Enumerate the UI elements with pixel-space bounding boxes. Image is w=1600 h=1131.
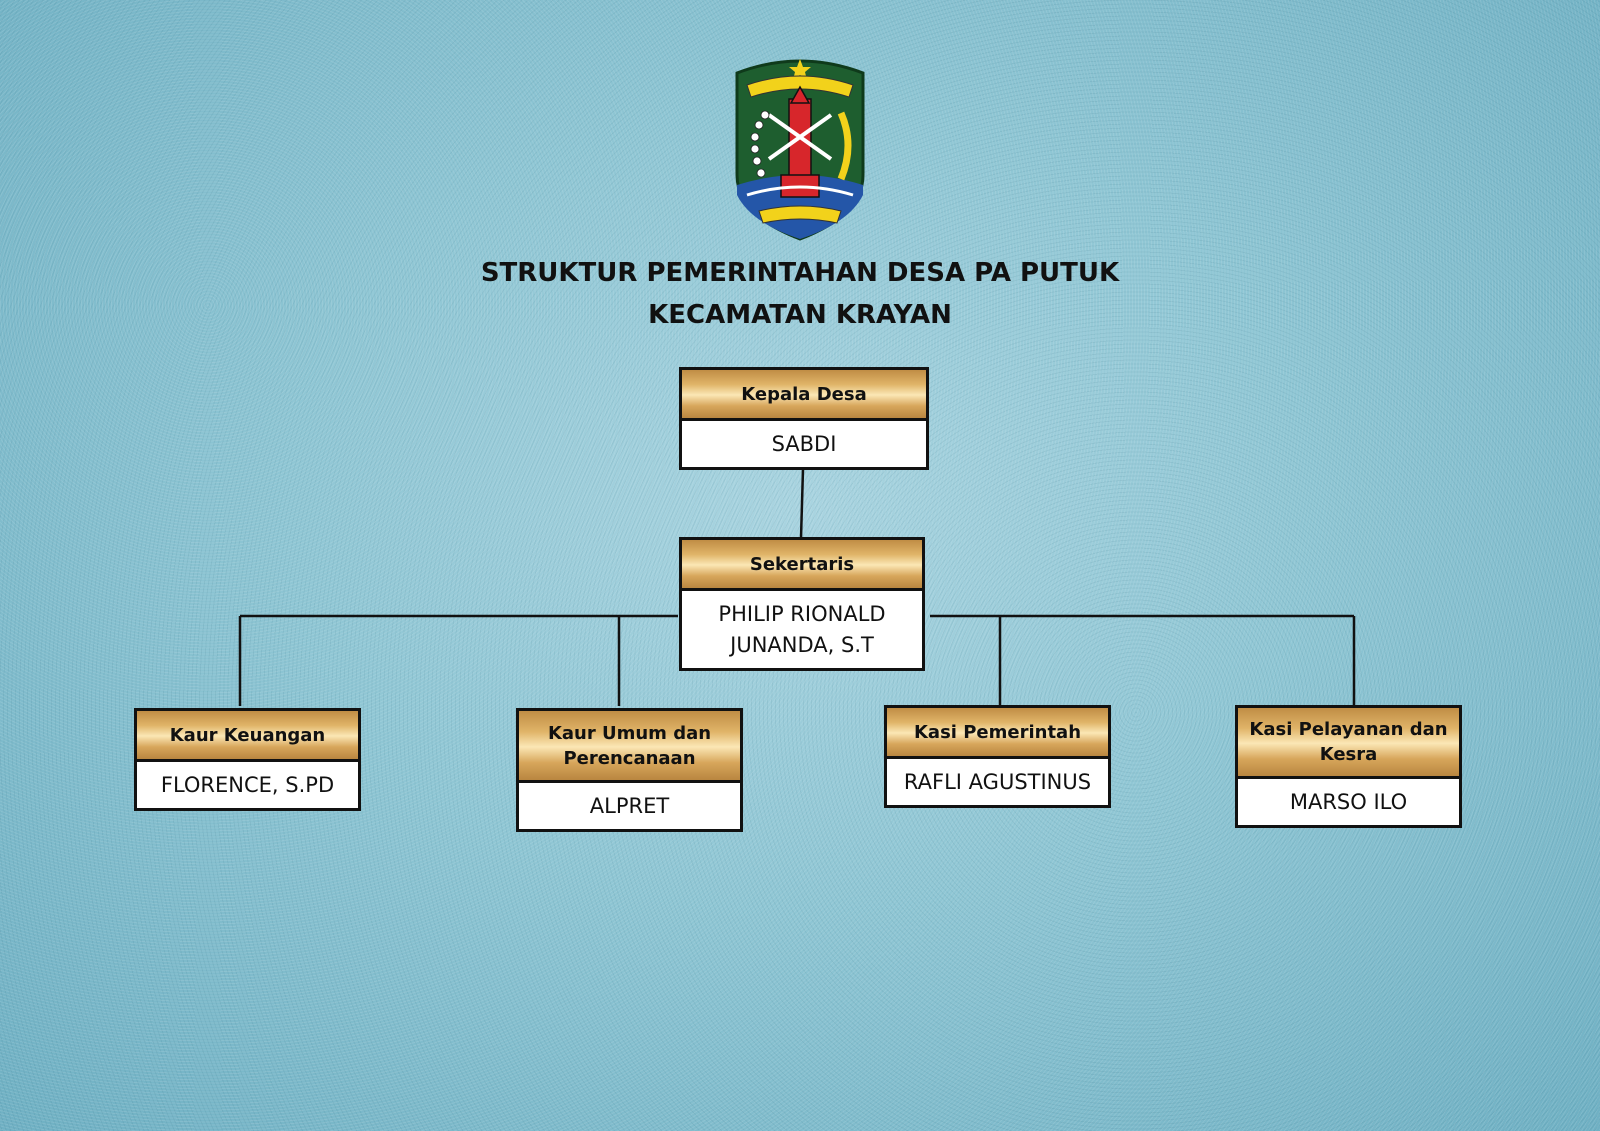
- node-person: FLORENCE, S.PD: [160, 772, 335, 797]
- node-role: Sekertaris: [682, 540, 922, 591]
- node-kepala-desa: Kepala Desa SABDI: [679, 367, 929, 470]
- connector-kepala-sekretaris: [799, 468, 805, 539]
- node-sekretaris: Sekertaris PHILIP RIONALD JUNANDA, S.T: [679, 537, 925, 671]
- node-person: ALPRET: [589, 793, 670, 818]
- node-person: MARSO ILO: [1289, 789, 1408, 814]
- node-kaur-umum: Kaur Umum dan Perencanaan ALPRET: [516, 708, 743, 832]
- node-person: PHILIP RIONALD JUNANDA, S.T: [718, 601, 886, 657]
- node-role: Kepala Desa: [682, 370, 926, 421]
- node-kasi-pelayanan: Kasi Pelayanan dan Kesra MARSO ILO: [1235, 705, 1462, 828]
- node-person: SABDI: [771, 431, 837, 456]
- node-role: Kaur Keuangan: [137, 711, 358, 762]
- node-role: Kasi Pelayanan dan Kesra: [1238, 708, 1459, 779]
- node-role: Kasi Pemerintah: [887, 708, 1108, 759]
- regency-emblem-icon: [735, 59, 865, 241]
- title-line-1: STRUKTUR PEMERINTAHAN DESA PA PUTUK: [480, 258, 1120, 288]
- node-kaur-keuangan: Kaur Keuangan FLORENCE, S.PD: [134, 708, 361, 811]
- node-person: RAFLI AGUSTINUS: [903, 769, 1092, 794]
- node-kasi-pemerintah: Kasi Pemerintah RAFLI AGUSTINUS: [884, 705, 1111, 808]
- node-role: Kaur Umum dan Perencanaan: [519, 711, 740, 783]
- page-title: STRUKTUR PEMERINTAHAN DESA PA PUTUK KECA…: [0, 252, 1600, 336]
- title-line-2: KECAMATAN KRAYAN: [648, 300, 952, 330]
